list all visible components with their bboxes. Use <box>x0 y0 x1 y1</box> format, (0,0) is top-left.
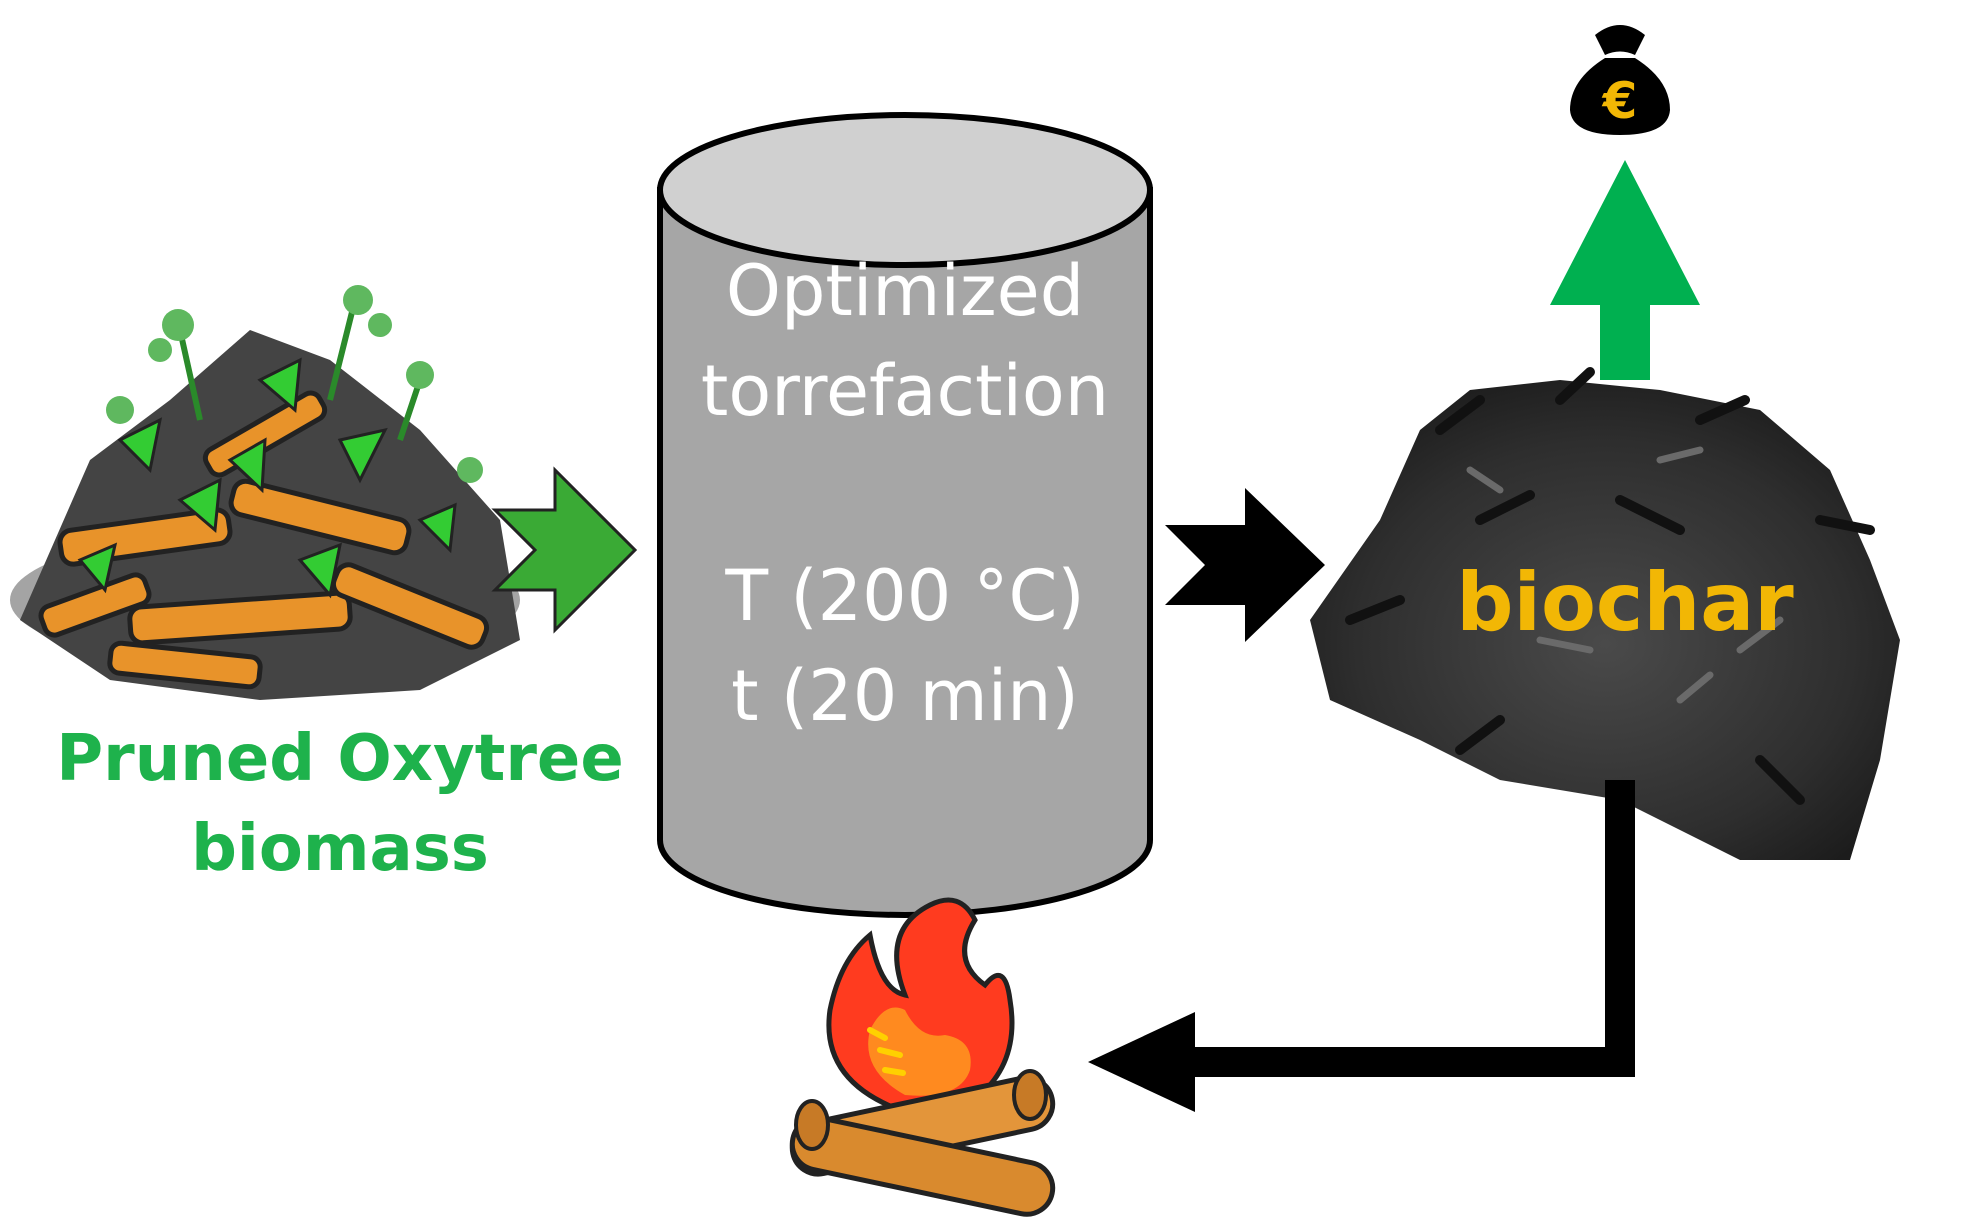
biomass-label-line2: biomass <box>191 812 489 886</box>
euro-symbol: € <box>1602 72 1638 130</box>
wood-pile-icon <box>10 285 520 700</box>
money-bag-icon <box>1570 25 1670 135</box>
reactor-temperature: T (200 °C) <box>724 555 1084 637</box>
output-arrow <box>1165 488 1325 642</box>
return-line <box>1190 780 1635 1077</box>
reactor-label-line1: Optimized <box>726 250 1084 332</box>
torrefaction-reactor <box>657 112 1153 918</box>
return-arrowhead <box>1088 1012 1195 1112</box>
campfire-icon <box>789 897 1056 1217</box>
input-arrow <box>491 466 638 634</box>
biochar-pile-icon <box>1310 367 1900 860</box>
value-arrow <box>1550 160 1700 380</box>
reactor-label-line2: torrefaction <box>701 350 1109 432</box>
reactor-time: t (20 min) <box>731 655 1079 737</box>
biochar-label: biochar <box>1456 556 1794 649</box>
biomass-label-line1: Pruned Oxytree <box>56 722 623 796</box>
